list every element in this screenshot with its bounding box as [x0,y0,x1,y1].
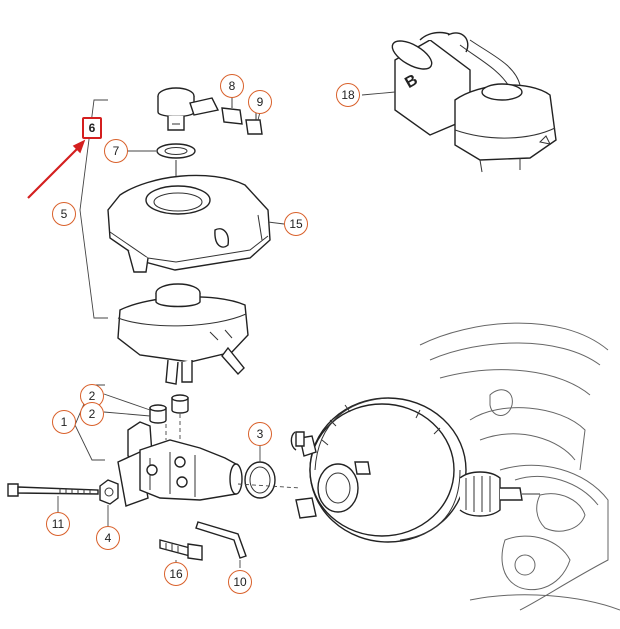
screw [159,539,203,561]
callout-7: 7 [104,139,128,163]
fluid-reservoir [117,283,249,385]
hex-nut [99,479,119,505]
vehicle-body-outline [419,322,620,611]
callout-16: 16 [164,562,188,586]
callout-2b: 2 [80,402,104,426]
callout-3: 3 [248,422,272,446]
sealing-ring [156,143,196,159]
callout-5: 5 [52,202,76,226]
callout-1: 1 [52,410,76,434]
callout-6: 6 [82,117,102,139]
callout-10: 10 [228,570,252,594]
brake-servo [290,397,540,543]
leader-lines [57,91,396,568]
hex-key [195,521,247,559]
reservoir-with-can: B [391,31,557,173]
callout-18: 18 [336,83,360,107]
callout-8: 8 [220,74,244,98]
reservoir-cover [107,174,271,273]
callout-15: 15 [284,212,308,236]
connector-pin [245,108,263,135]
master-cylinder [117,414,243,507]
reservoir-plugs [149,394,189,424]
callout-11: 11 [46,512,70,536]
long-bolt [7,483,99,497]
callout-9: 9 [248,90,272,114]
callout-4: 4 [96,526,120,550]
highlight-arrow [27,139,86,199]
o-ring [244,461,276,499]
reservoir-cap [157,87,220,131]
assembly-axis [237,483,301,489]
